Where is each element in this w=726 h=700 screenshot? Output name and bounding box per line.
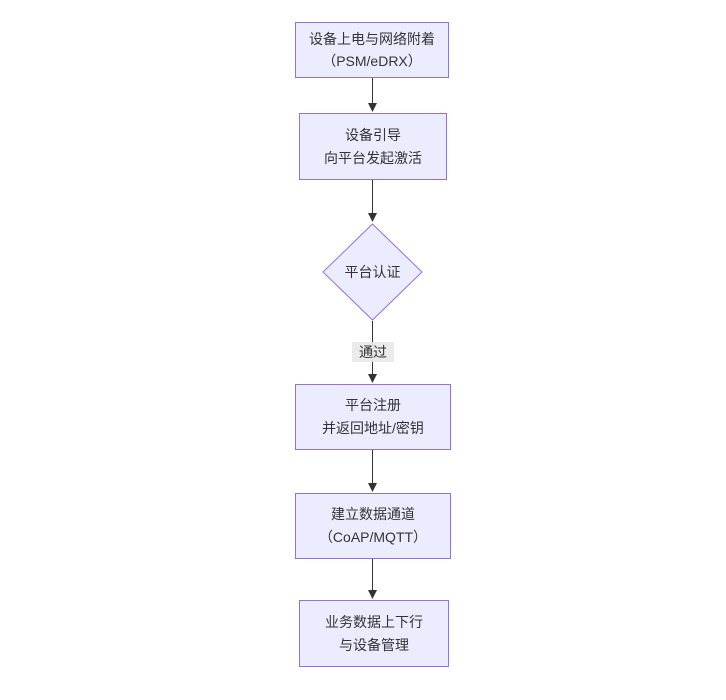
node-text-line: 向平台发起激活 [324,149,422,166]
node-data-channel: 建立数据通道 （CoAP/MQTT） [295,493,451,559]
node-platform-register: 平台注册 并返回地址/密钥 [295,384,451,450]
node-text-line: 设备引导 [345,126,401,143]
node-power-network-attach: 设备上电与网络附着 （PSM/eDRX） [295,22,449,78]
node-text-line: 与设备管理 [339,636,409,653]
decision-label: 平台认证 [344,264,401,280]
node-text-line: 设备上电与网络附着 [309,31,435,47]
node-text-line: 建立数据通道 [331,506,415,522]
node-text-line: （PSM/eDRX） [322,53,422,69]
node-text-line: （CoAP/MQTT） [318,529,428,545]
node-device-bootstrap: 设备引导 向平台发起激活 [299,113,447,180]
node-business-data: 业务数据上下行 与设备管理 [299,600,449,667]
node-text-line: 并返回地址/密钥 [322,420,424,436]
edge-label-pass: 通过 [352,342,394,362]
diamond-shape [322,223,423,321]
node-text-line: 平台注册 [345,397,401,413]
node-text-line: 业务数据上下行 [325,613,423,630]
decision-platform-auth: 平台认证 [322,223,423,321]
